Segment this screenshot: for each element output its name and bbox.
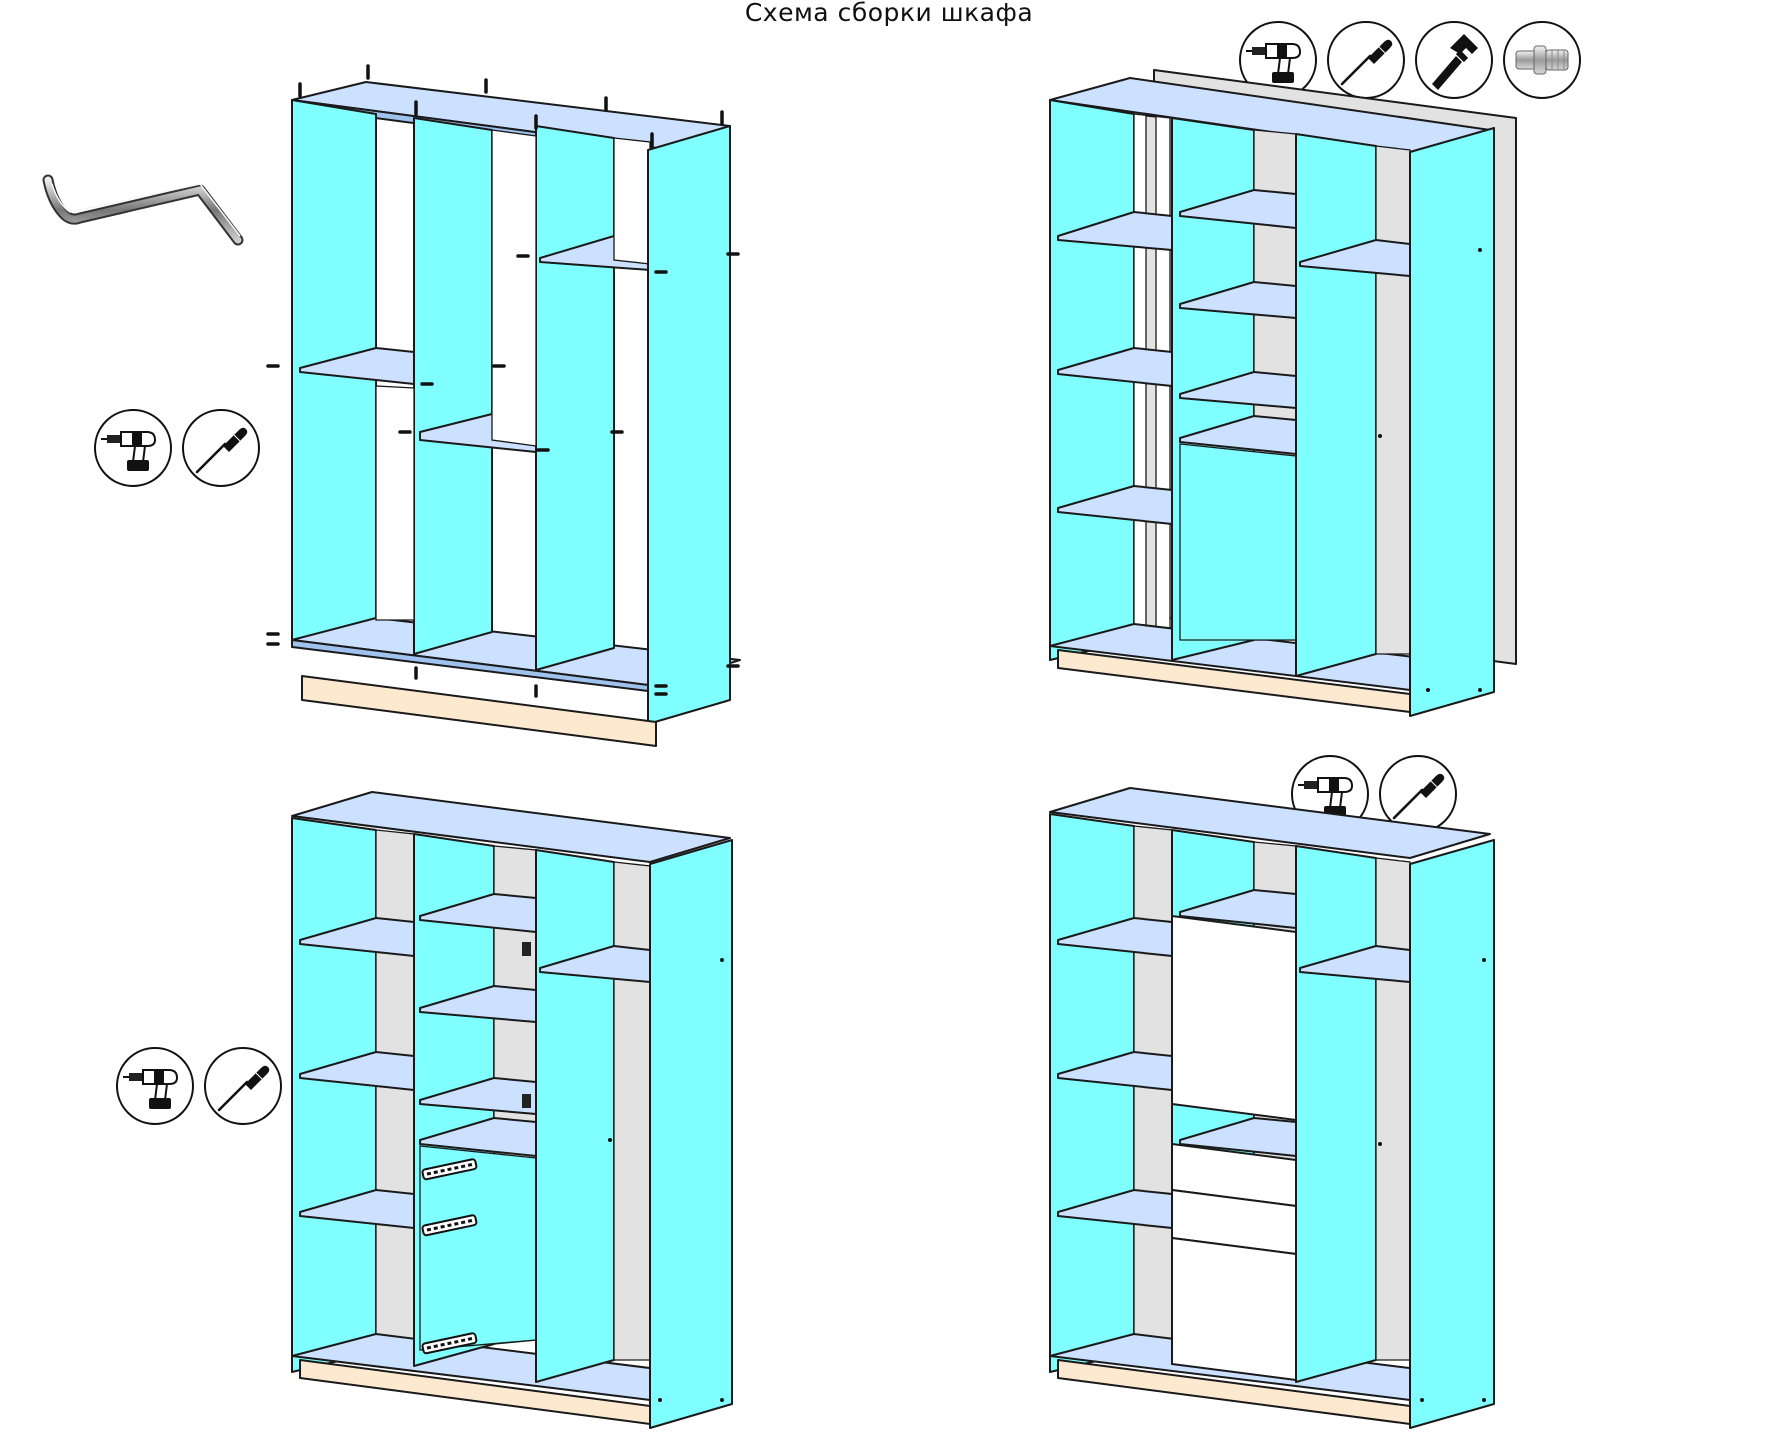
drill-icon — [94, 409, 172, 487]
drill-icon — [116, 1047, 194, 1125]
plinth-board — [301, 675, 657, 747]
hex-key-icon — [42, 174, 244, 246]
page-title: Схема сборки шкафа — [744, 0, 1034, 27]
screwdriver-icon — [181, 408, 261, 488]
drawer-runners — [421, 1158, 478, 1355]
step-2-diagram — [1049, 20, 1581, 717]
door-panel — [1171, 915, 1297, 1121]
drawer-fronts — [1171, 1143, 1297, 1381]
dowel-icon — [1503, 21, 1581, 99]
screwdriver-icon — [1326, 20, 1406, 100]
hinge-plates — [522, 942, 531, 1108]
hammer-icon — [1416, 22, 1492, 98]
step-3-diagram — [116, 791, 733, 1429]
step-1-diagram — [42, 64, 741, 747]
screwdriver-icon — [203, 1046, 283, 1126]
step-4-diagram — [1049, 754, 1495, 1429]
